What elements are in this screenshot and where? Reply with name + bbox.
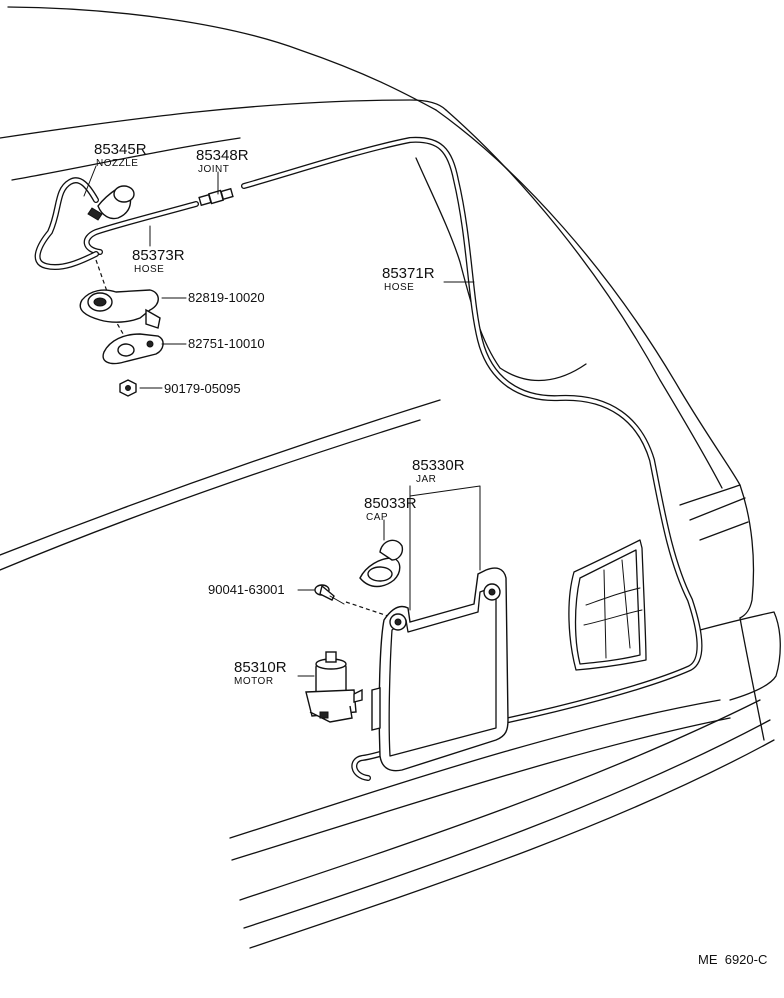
label-jar-name: JAR <box>416 474 436 485</box>
label-nozzle-number: 85345R <box>94 141 147 158</box>
label-cap: 85033R CAP <box>364 495 417 523</box>
label-screw-number: 90041-63001 <box>208 582 285 597</box>
label-nozzle: 85345R NOZZLE <box>94 141 147 169</box>
leader-lines <box>83 165 481 677</box>
label-cap-name: CAP <box>366 512 388 523</box>
clamp-82751 <box>102 333 164 365</box>
cap-85033r <box>359 539 404 588</box>
label-cap-number: 85033R <box>364 495 417 512</box>
label-hose-long-number: 85371R <box>382 265 435 282</box>
label-grommet-number: 82819-10020 <box>188 290 265 305</box>
nozzle-85345r <box>87 185 135 221</box>
jar-85330r <box>371 567 509 772</box>
label-joint-number: 85348R <box>196 147 249 164</box>
figure-code: ME 6920-C <box>698 952 767 967</box>
label-nut-number: 90179-05095 <box>164 381 241 396</box>
label-jar: 85330R JAR <box>412 457 465 485</box>
label-clamp-number: 82751-10010 <box>188 336 265 351</box>
label-hose-long: 85371R HOSE <box>382 265 435 293</box>
label-hose-short-name: HOSE <box>134 264 164 275</box>
vehicle-body-outline <box>0 6 781 949</box>
grommet-82819 <box>79 289 161 329</box>
motor-85310r <box>305 651 363 723</box>
label-joint-name: JOINT <box>198 164 229 175</box>
joint-85348r <box>198 187 234 207</box>
label-hose-short: 85373R HOSE <box>132 247 185 275</box>
nozzle-hose-loop <box>34 177 99 270</box>
label-nozzle-name: NOZZLE <box>96 158 138 169</box>
screw-90041 <box>314 584 345 605</box>
tail-lamp <box>568 539 647 671</box>
label-joint: 85348R JOINT <box>196 147 249 175</box>
rear-bumper <box>229 611 781 949</box>
label-motor-name: MOTOR <box>234 676 274 687</box>
hose-85373r <box>83 201 199 255</box>
label-jar-number: 85330R <box>412 457 465 474</box>
nut-90179 <box>119 379 137 397</box>
label-hose-short-number: 85373R <box>132 247 185 264</box>
label-hose-long-name: HOSE <box>384 282 414 293</box>
label-motor: 85310R MOTOR <box>234 659 287 687</box>
label-motor-number: 85310R <box>234 659 287 676</box>
